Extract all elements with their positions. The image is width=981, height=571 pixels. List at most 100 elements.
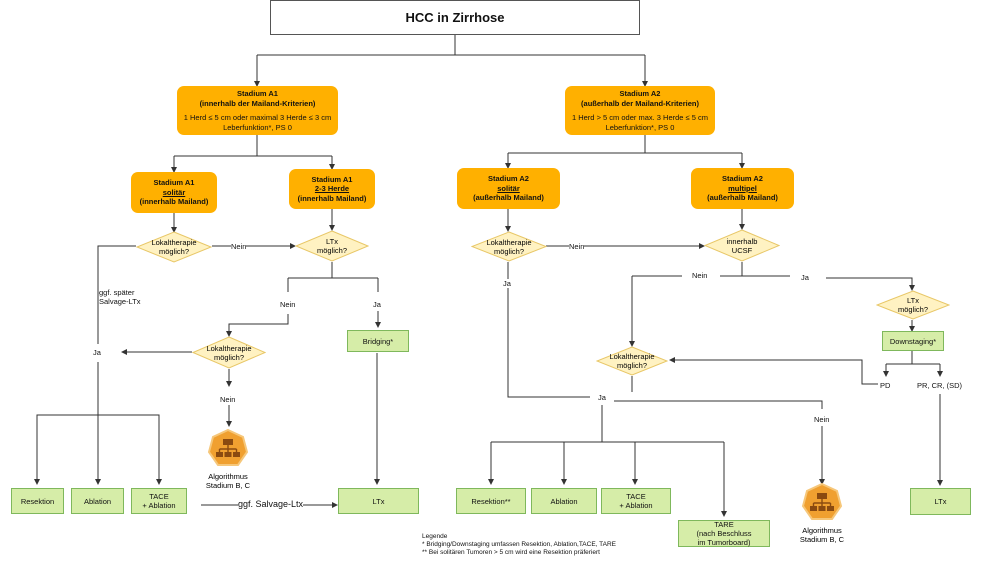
algorithm-label-1a: Algorithmus <box>208 472 248 481</box>
stage-a1-function: Leberfunktion*, PS 0 <box>223 122 292 132</box>
legend-title: Legende <box>422 533 448 540</box>
diamond-shape <box>295 230 369 262</box>
bridging-box: Bridging* <box>347 330 409 352</box>
label-ja-4: Ja <box>801 273 809 282</box>
label-ja-3: Ja <box>503 279 511 288</box>
decision-text-1: LTx <box>907 296 919 305</box>
stage-a2-function: Leberfunktion*, PS 0 <box>605 122 675 132</box>
a2-solitaer-line3: (außerhalb Mailand) <box>473 193 544 203</box>
tare-label-2: (nach Beschluss <box>696 529 752 538</box>
a2-multipel-line2: multipel <box>728 183 757 193</box>
diamond-shape <box>876 290 950 320</box>
stage-a1-title: Stadium A1 <box>237 89 278 98</box>
label-nein-3: Nein <box>220 395 236 404</box>
label-nein-5: Nein <box>692 271 708 280</box>
legend: Legende * Bridging/Downstaging umfassen … <box>422 533 616 557</box>
stage-a2-solitaer-box: Stadium A2 solitär (außerhalb Mailand) <box>457 168 560 209</box>
legend-item-2: ** Bei solitären Tumoren > 5 cm wird ein… <box>422 549 600 556</box>
decision-text-2: möglich? <box>316 246 347 255</box>
label-pr-cr-sd: PR, CR, (SD) <box>917 381 962 390</box>
diamond-shape <box>136 231 212 263</box>
tare-box: TARE (nach Beschluss im Tumorboard) <box>678 520 770 547</box>
a2-solitaer-line2: solitär <box>497 183 520 193</box>
label-salvage-line2: Salvage-LTx <box>99 297 141 306</box>
tace-label-1a: TACE <box>149 492 169 501</box>
a1-solitaer-line1: Stadium A1 <box>153 178 195 188</box>
diamond-shape <box>704 229 780 262</box>
decision-text-1: innerhalb <box>726 236 758 246</box>
stage-a2-criteria: 1 Herd > 5 cm oder max. 3 Herde ≤ 5 cm <box>571 113 709 122</box>
label-nein-1: Nein <box>231 242 247 251</box>
algorithm-label-2b: Stadium B, C <box>799 535 845 544</box>
a1-herde-line3: (innerhalb Mailand) <box>297 193 367 203</box>
decision-text-1: Lokaltherapie <box>151 238 197 247</box>
decision-text-2: möglich? <box>616 361 647 370</box>
stage-a1-solitaer-box: Stadium A1 solitär (innerhalb Mailand) <box>131 172 217 213</box>
diagram-title: HCC in Zirrhose <box>270 0 640 35</box>
legend-item-1: * Bridging/Downstaging umfassen Resektio… <box>422 541 617 548</box>
ablation-label-2: Ablation <box>550 496 578 506</box>
stage-a2-box: Stadium A2 (außerhalb der Mailand-Kriter… <box>565 86 715 135</box>
ablation-box-1: Ablation <box>71 488 124 514</box>
tare-label-3: im Tumorboard) <box>697 538 751 547</box>
diamond-shape <box>471 231 547 262</box>
stage-a2-title: Stadium A2 <box>619 89 661 98</box>
a1-herde-line2: 2-3 Herde <box>314 184 350 194</box>
a2-multipel-line3: (außerhalb Mailand) <box>707 193 778 203</box>
decision-text-1: Lokaltherapie <box>206 343 252 353</box>
label-salvage-line1: ggf. später <box>99 288 135 297</box>
label-ja-1: Ja <box>93 348 101 357</box>
a1-herde-line1: Stadium A1 <box>311 174 353 184</box>
label-nein-6: Nein <box>814 415 830 424</box>
decision-text-2: möglich? <box>158 247 189 256</box>
diamond-shape <box>596 346 668 376</box>
title-text: HCC in Zirrhose <box>405 10 505 25</box>
a2-solitaer-line1: Stadium A2 <box>488 174 529 184</box>
resektion-label-1: Resektion <box>20 496 55 506</box>
tace-label-2a: TACE <box>626 492 646 501</box>
ltx-box-1: LTx <box>338 488 419 514</box>
stage-a2-subtitle: (außerhalb der Mailand-Kriterien) <box>581 98 699 108</box>
downstaging-label: Downstaging* <box>889 336 937 346</box>
a1-solitaer-line2: solitär <box>162 187 186 197</box>
decision-text-2: möglich? <box>493 246 524 256</box>
decision-text-2: möglich? <box>897 305 928 314</box>
decision-text-2: möglich? <box>213 352 244 362</box>
algorithm-label-2a: Algorithmus <box>802 526 842 535</box>
downstaging-box: Downstaging* <box>882 331 944 351</box>
ltx-label-1: LTx <box>372 496 385 506</box>
stage-a1-box: Stadium A1 (innerhalb der Mailand-Kriter… <box>177 86 338 135</box>
stage-a1-criteria: 1 Herd ≤ 5 cm oder maximal 3 Herde ≤ 3 c… <box>183 113 332 122</box>
decision-text-1: LTx <box>326 237 338 246</box>
ltx-label-2: LTx <box>934 497 947 506</box>
stage-a1-herde-box: Stadium A1 2-3 Herde (innerhalb Mailand) <box>289 169 375 209</box>
hierarchy-icon <box>801 482 843 520</box>
resektion-box-2: Resektion** <box>456 488 526 514</box>
bridging-label: Bridging* <box>362 336 394 346</box>
stage-a2-multipel-box: Stadium A2 multipel (außerhalb Mailand) <box>691 168 794 209</box>
a1-solitaer-line3: (innerhalb Mailand) <box>139 197 209 207</box>
label-nein-4: Nein <box>569 242 585 251</box>
decision-text-1: Lokaltherapie <box>486 237 532 247</box>
resektion-box-1: Resektion <box>11 488 64 514</box>
algorithm-label-1b: Stadium B, C <box>205 481 251 490</box>
label-ja-5: Ja <box>598 393 606 402</box>
ablation-label-1: Ablation <box>83 496 112 506</box>
algorithm-stadium-bc-2: Algorithmus Stadium B, C <box>790 482 854 544</box>
decision-text-2: UCSF <box>731 245 753 255</box>
hierarchy-icon <box>207 428 249 466</box>
ablation-box-2: Ablation <box>531 488 597 514</box>
label-salvage-ltx: ggf. Salvage-Ltx <box>238 499 304 509</box>
resektion-label-2: Resektion** <box>471 496 511 506</box>
algorithm-stadium-bc-1: Algorithmus Stadium B, C <box>196 428 260 490</box>
label-pd: PD <box>880 381 891 390</box>
